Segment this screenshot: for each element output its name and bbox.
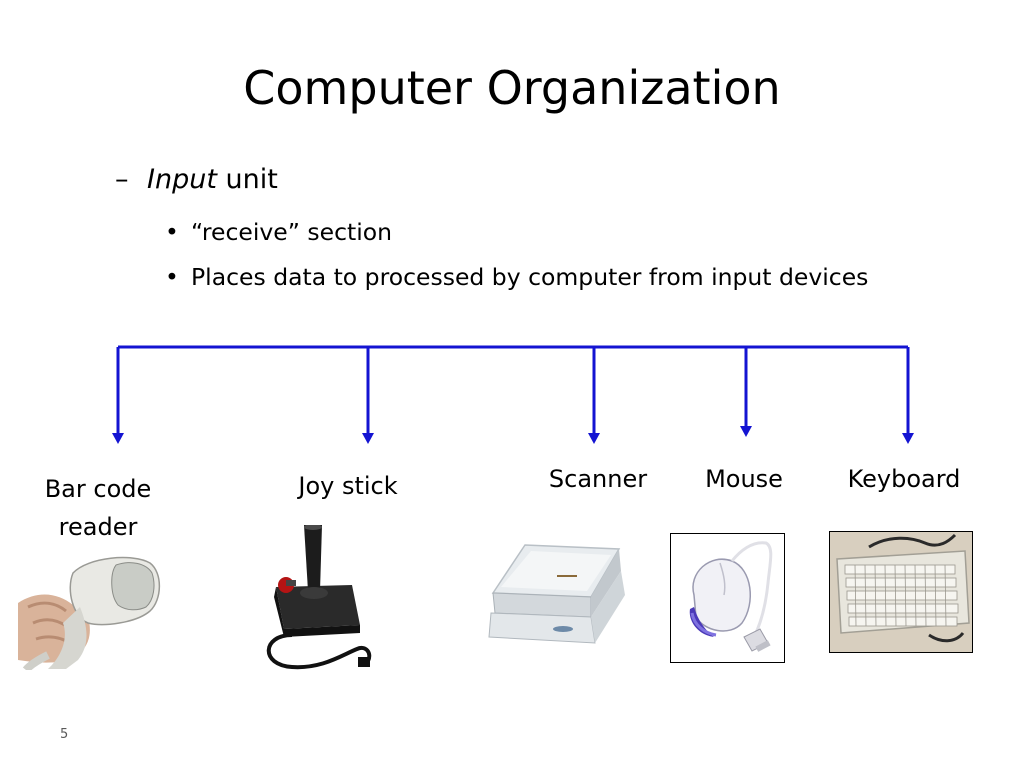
- arrowhead-joystick: [362, 433, 374, 444]
- dash-marker: –: [115, 164, 129, 195]
- unit-text: unit: [216, 164, 278, 195]
- mouse-image: [670, 533, 785, 663]
- scanner-image: [487, 535, 627, 647]
- label-joy-stick: Joy stick: [298, 472, 398, 500]
- slide-number: 5: [60, 727, 69, 742]
- bullet-places-data: • Places data to processed by computer fr…: [165, 259, 891, 295]
- joystick-image: [262, 525, 372, 673]
- bullet-marker: •: [165, 263, 179, 291]
- arrowhead-keyboard: [902, 433, 914, 444]
- arrowhead-scanner: [588, 433, 600, 444]
- barcode-reader-image: [18, 545, 166, 670]
- label-mouse: Mouse: [705, 465, 783, 493]
- bullet-text: Places data to processed by computer fro…: [191, 263, 869, 291]
- label-bar-code-reader: Bar code reader: [44, 475, 152, 541]
- level1-bullet: –Input unit: [115, 164, 278, 195]
- label-keyboard: Keyboard: [847, 465, 961, 493]
- bullet-marker: •: [165, 218, 179, 246]
- arrowhead-barcode: [112, 433, 124, 444]
- slide-title: Computer Organization: [243, 61, 781, 115]
- bullet-text: “receive” section: [191, 218, 393, 246]
- arrowhead-mouse: [740, 426, 752, 437]
- input-emphasis: Input: [147, 164, 217, 195]
- label-scanner: Scanner: [548, 465, 648, 493]
- bullet-receive: • “receive” section: [165, 214, 392, 250]
- keyboard-image: [829, 531, 973, 653]
